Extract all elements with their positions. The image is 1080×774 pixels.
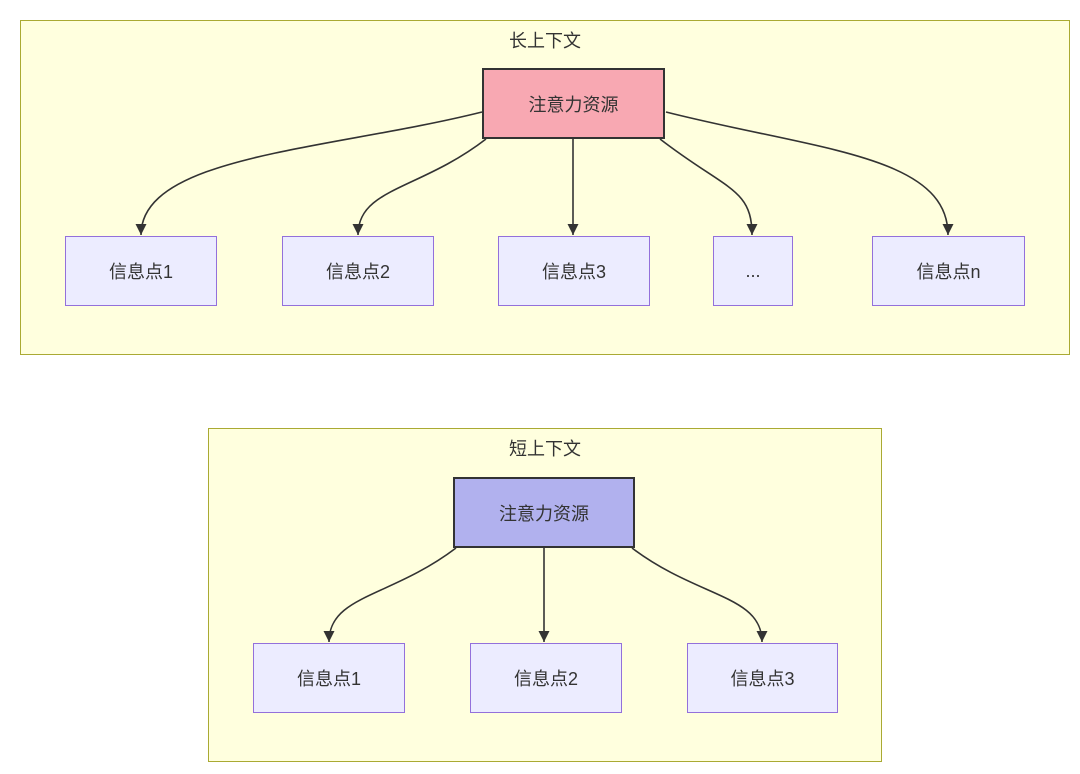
info-node-long-2-label: 信息点2	[325, 262, 390, 282]
short-context-title: 短上下文	[509, 439, 581, 459]
attention-node-short: 注意力资源	[453, 477, 635, 548]
attention-node-long-label: 注意力资源	[528, 94, 619, 115]
info-node-long-n: 信息点n	[872, 236, 1025, 306]
info-node-long-n-label: 信息点n	[916, 262, 981, 282]
info-node-long-3: 信息点3	[498, 236, 650, 306]
info-node-long-2: 信息点2	[282, 236, 434, 306]
info-node-long-ellipsis: ...	[713, 236, 793, 306]
info-node-short-3-label: 信息点3	[730, 669, 795, 689]
info-node-short-2: 信息点2	[470, 643, 622, 713]
attention-node-short-label: 注意力资源	[499, 503, 589, 524]
attention-node-long: 注意力资源	[482, 68, 665, 139]
long-context-title: 长上下文	[509, 31, 581, 51]
info-node-short-1: 信息点1	[253, 643, 405, 713]
info-node-short-3: 信息点3	[687, 643, 838, 713]
info-node-long-1-label: 信息点1	[108, 262, 173, 282]
info-node-short-1-label: 信息点1	[296, 669, 361, 689]
info-node-long-1: 信息点1	[65, 236, 217, 306]
info-node-short-2-label: 信息点2	[513, 669, 578, 689]
info-node-long-3-label: 信息点3	[541, 262, 606, 282]
info-node-long-ellipsis-label: ...	[745, 260, 761, 281]
